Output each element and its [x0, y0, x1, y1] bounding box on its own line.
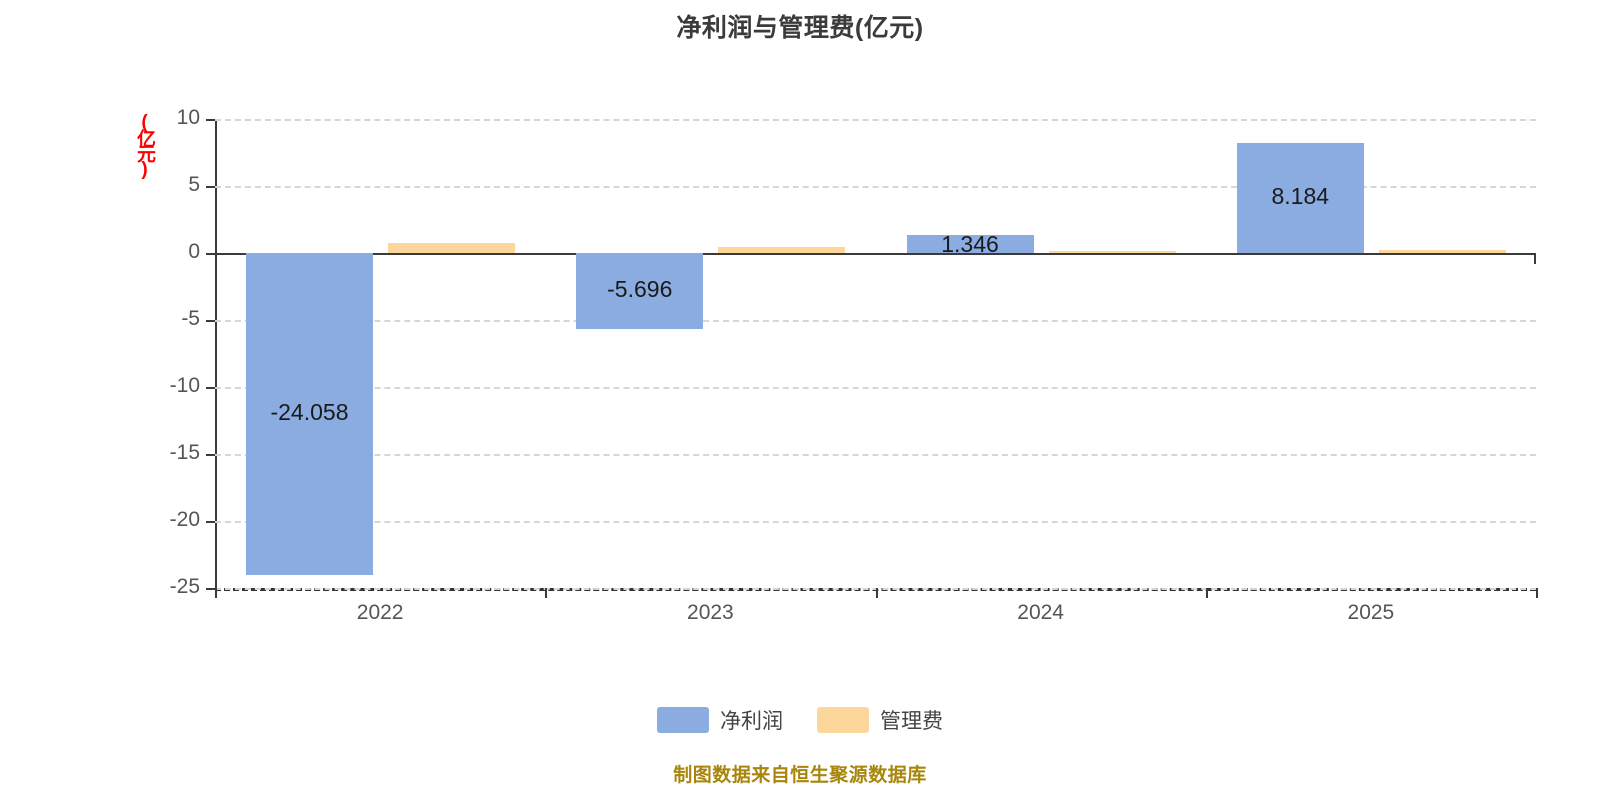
- bar-管理费-2023[interactable]: [718, 247, 846, 253]
- legend-item-净利润[interactable]: 净利润: [657, 705, 783, 735]
- bar-value-label: 8.184: [1271, 183, 1330, 210]
- y-tick-label: 10: [176, 106, 200, 129]
- legend-swatch-icon: [817, 707, 869, 733]
- bar-净利润-2024[interactable]: [906, 234, 1034, 253]
- zero-line-end-tick: [1534, 253, 1536, 264]
- y-tick-label: -20: [169, 508, 200, 531]
- bar-净利润-2022[interactable]: [246, 253, 373, 576]
- x-tick-mark: [215, 588, 217, 598]
- legend-item-管理费[interactable]: 管理费: [817, 705, 943, 735]
- y-tick-label: -15: [169, 441, 200, 464]
- x-tick-label: 2022: [356, 601, 404, 624]
- y-axis-title: (亿元): [134, 112, 155, 176]
- x-tick-label: 2023: [687, 601, 734, 624]
- gridline: [215, 387, 1536, 389]
- y-tick-mark: [206, 387, 215, 389]
- y-tick-mark: [206, 186, 215, 188]
- x-tick-mark: [1205, 588, 1208, 598]
- y-tick-label: -5: [181, 307, 200, 330]
- y-axis-labels: 10 5 0 -5 -10 -15 -20 -25: [120, 106, 200, 598]
- y-tick-label: -25: [169, 575, 200, 598]
- y-tick-mark: [206, 588, 215, 590]
- x-tick-label: 2025: [1347, 601, 1395, 624]
- bar-净利润-2023[interactable]: [576, 253, 704, 330]
- y-tick-label: 5: [188, 173, 200, 196]
- chart-legend: 净利润 管理费: [0, 705, 1600, 735]
- legend-swatch-icon: [657, 707, 709, 733]
- x-tick-mark: [545, 588, 548, 598]
- bar-净利润-2025[interactable]: [1236, 143, 1364, 253]
- x-tick-mark: [875, 588, 878, 598]
- gridline: [215, 521, 1536, 523]
- y-tick-mark: [206, 253, 215, 255]
- gridline: [215, 320, 1536, 322]
- legend-label: 管理费: [880, 710, 943, 733]
- y-tick-mark: [206, 320, 215, 322]
- legend-label: 净利润: [720, 710, 783, 733]
- bar-value-label: 1.346: [941, 230, 999, 257]
- bar-value-label: -5.696: [607, 276, 673, 303]
- plot-area: -24.058 -5.696 1.346 8.184: [215, 119, 1536, 590]
- y-tick-mark: [206, 521, 215, 523]
- gridline: [215, 186, 1536, 188]
- y-tick-mark: [206, 454, 215, 456]
- zero-axis-line: [215, 253, 1536, 255]
- y-tick-mark: [206, 119, 215, 121]
- bar-管理费-2025[interactable]: [1378, 250, 1506, 253]
- bar-管理费-2024[interactable]: [1048, 250, 1176, 253]
- y-tick-label: -10: [169, 374, 200, 397]
- y-axis-line: [215, 119, 217, 589]
- gridline: [215, 119, 1536, 121]
- x-tick-mark: [1536, 588, 1538, 598]
- page-title: 净利润与管理费(亿元): [676, 14, 924, 42]
- bar-value-label: -24.058: [270, 399, 349, 426]
- x-tick-label: 2024: [1017, 601, 1064, 624]
- source-note: 制图数据来自恒生聚源数据库: [673, 765, 927, 786]
- bar-管理费-2022[interactable]: [388, 242, 515, 253]
- y-tick-label: 0: [188, 240, 200, 263]
- gridline: [215, 454, 1536, 456]
